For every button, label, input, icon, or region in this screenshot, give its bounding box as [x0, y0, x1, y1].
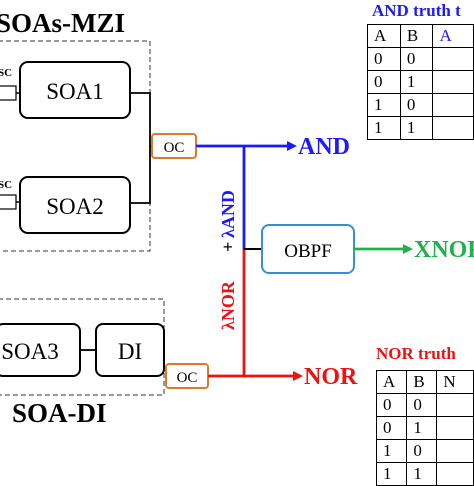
table-row: 0 0 [367, 47, 474, 71]
table-cell: 0 [367, 70, 401, 94]
table-cell: 1 [406, 462, 438, 486]
nor-output-label: NOR [304, 364, 358, 390]
table-row: 1 0 [375, 439, 474, 463]
table-cell: 0 [375, 393, 408, 417]
and-truth-table: A B A 0 0 0 1 1 0 1 1 [367, 24, 474, 140]
table-cell [436, 439, 474, 463]
table-cell: 0 [406, 439, 438, 463]
table-cell: A [375, 370, 408, 394]
sc-label-bottom: SC [0, 179, 12, 191]
xnor-output-label: XNOR [414, 237, 474, 263]
table-cell [436, 416, 474, 440]
lambda-and-label: λAND [218, 190, 238, 238]
output-coupler-top-label: OC [164, 140, 185, 156]
table-cell [432, 93, 474, 117]
table-cell: 1 [406, 416, 438, 440]
diagram-canvas: SOAs-MZI SC SC SOA1 SOA2 OC AND λAND + λ… [0, 8, 474, 428]
table-cell: 0 [406, 393, 438, 417]
table-cell: N [436, 370, 474, 394]
di-box [95, 323, 165, 377]
table-cell: 1 [399, 116, 434, 140]
table-cell [432, 47, 474, 71]
table-row: 1 1 [375, 462, 474, 486]
lambda-nor-label: λNOR [218, 280, 238, 330]
table-cell: A [367, 24, 401, 48]
table-cell: 0 [367, 47, 401, 71]
table-cell: 1 [399, 70, 434, 94]
soa2-output-line [130, 146, 151, 204]
table-row: 1 0 [367, 93, 474, 117]
output-coupler-bottom-label: OC [177, 370, 198, 386]
table-cell: A [432, 24, 474, 48]
table-cell: 0 [399, 47, 434, 71]
soa-di-title: SOA-DI [12, 398, 107, 428]
soa1-label: SOA1 [46, 79, 104, 104]
table-row: 0 1 [367, 70, 474, 94]
soa3-label: SOA3 [1, 339, 59, 364]
obpf-label: OBPF [284, 241, 332, 262]
table-cell [432, 116, 474, 140]
and-table-title: AND truth t [372, 1, 461, 20]
di-label: DI [118, 339, 142, 364]
table-cell [436, 462, 474, 486]
table-cell [432, 70, 474, 94]
nor-table-title: NOR truth [376, 344, 456, 363]
table-cell [436, 393, 474, 417]
soas-mzi-title: SOAs-MZI [0, 8, 125, 38]
soa2-label: SOA2 [46, 194, 104, 219]
nor-truth-table: A B N 0 0 0 1 1 0 1 1 [375, 370, 474, 486]
soa1-output-line [130, 92, 152, 147]
soa2-box [19, 176, 131, 234]
table-cell: 1 [367, 116, 401, 140]
table-header-row: A B A [367, 24, 474, 48]
table-row: 0 1 [375, 416, 474, 440]
table-cell: 0 [375, 416, 408, 440]
sc-coupler-bottom [0, 194, 17, 210]
table-header-row: A B N [375, 370, 474, 394]
table-cell: 1 [367, 93, 401, 117]
soa-di-group [0, 298, 165, 396]
plus-sign: + [218, 242, 238, 252]
table-cell: 1 [375, 462, 408, 486]
sc-coupler-top [0, 85, 17, 101]
and-output-label: AND [298, 134, 350, 160]
table-cell: 0 [399, 93, 434, 117]
table-row: 1 1 [367, 116, 474, 140]
table-cell: B [399, 24, 434, 48]
sc-label-top: SC [0, 67, 12, 79]
table-cell: B [406, 370, 438, 394]
table-row: 0 0 [375, 393, 474, 417]
soa1-box [19, 61, 131, 119]
table-cell: 1 [375, 439, 408, 463]
